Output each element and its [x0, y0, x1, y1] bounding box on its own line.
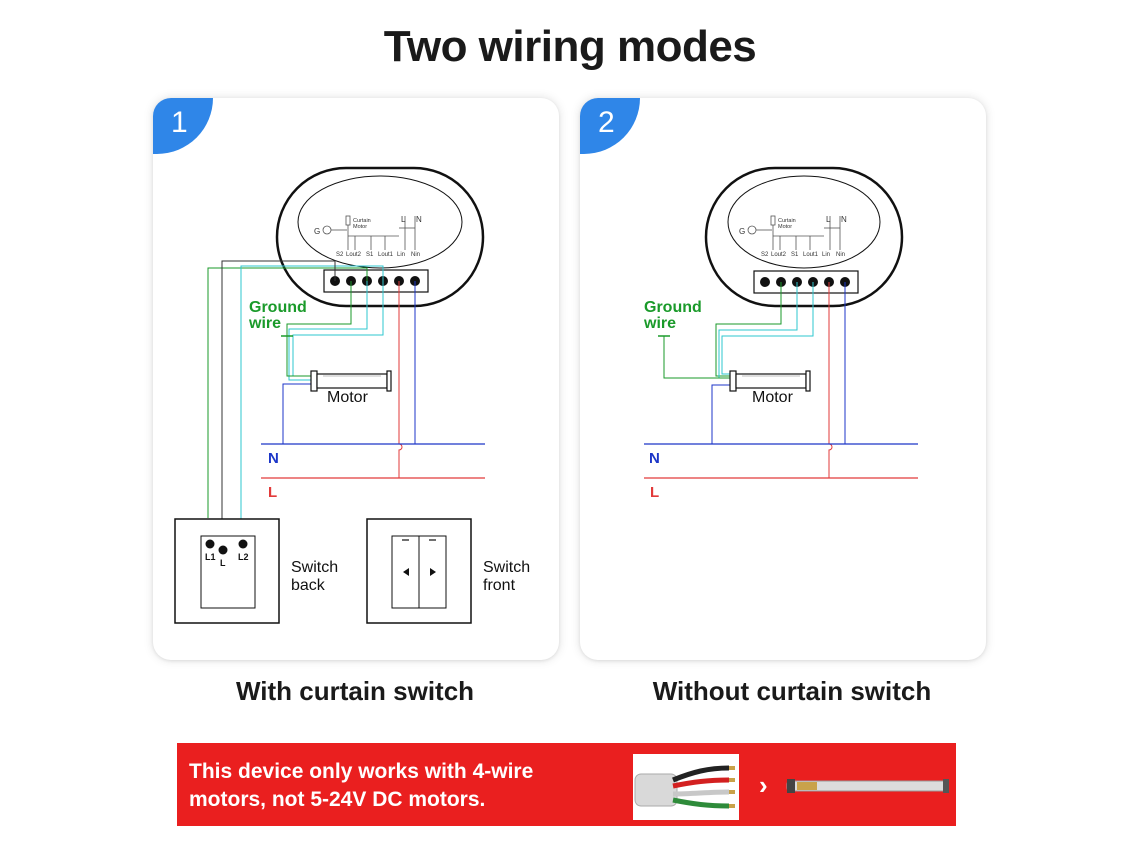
svg-text:Motor: Motor	[353, 224, 367, 230]
svg-text:Lin: Lin	[397, 252, 405, 258]
svg-text:G: G	[739, 227, 745, 236]
svg-text:back: back	[291, 577, 326, 594]
svg-text:L: L	[826, 215, 831, 224]
motor-label: Motor	[752, 389, 794, 406]
svg-text:Lout2: Lout2	[771, 252, 787, 258]
svg-text:N: N	[416, 215, 422, 224]
wiring-panel-without-switch: G Curtain Motor L N S2 Lout2 S1 Lout1 Li…	[580, 98, 986, 660]
svg-text:S1: S1	[366, 252, 374, 258]
svg-text:Nin: Nin	[411, 252, 420, 258]
l-label: L	[268, 484, 277, 501]
svg-text:Lout1: Lout1	[803, 252, 819, 258]
warning-banner: This device only works with 4-wire motor…	[177, 743, 956, 826]
wiring-panel-with-switch: G Curtain Motor L N S2 Lout2 S1 Lout1 Li…	[153, 98, 559, 660]
svg-text:Curtain: Curtain	[778, 218, 796, 224]
svg-text:L1: L1	[205, 552, 216, 562]
switch-back-label: Switch	[291, 559, 338, 576]
svg-text:Lout2: Lout2	[346, 252, 362, 258]
svg-text:front: front	[483, 577, 516, 594]
svg-text:Nin: Nin	[836, 252, 845, 258]
svg-text:L: L	[220, 558, 226, 568]
ground-wire-label: Ground	[644, 299, 702, 316]
module-g-label: G	[314, 227, 320, 236]
switch-front	[366, 518, 472, 624]
tubular-motor-image	[783, 773, 953, 799]
terminal-block	[753, 270, 859, 294]
svg-text:S1: S1	[791, 252, 799, 258]
caption-with-curtain-switch: With curtain switch	[235, 676, 475, 706]
svg-text:wire: wire	[248, 315, 281, 332]
wiring-diagram-1: G Curtain Motor L N S2 Lout2 S1 Lout1 Li…	[174, 166, 530, 624]
four-wire-cable-image	[633, 754, 739, 820]
svg-text:S2: S2	[761, 252, 769, 258]
svg-text:Motor: Motor	[778, 224, 792, 230]
switch-back	[174, 518, 280, 624]
svg-text:wire: wire	[643, 315, 676, 332]
ground-wire-label: Ground	[249, 299, 307, 316]
switch-front-label: Switch	[483, 559, 530, 576]
svg-text:S2: S2	[336, 252, 344, 258]
warning-text: This device only works with 4-wire motor…	[189, 760, 534, 811]
motor	[729, 370, 811, 392]
svg-text:N: N	[841, 215, 847, 224]
n-label: N	[649, 450, 660, 467]
terminal-block	[323, 269, 429, 293]
svg-text:Lin: Lin	[822, 252, 830, 258]
n-label: N	[268, 450, 279, 467]
module-face	[297, 175, 463, 269]
motor-label: Motor	[327, 389, 369, 406]
svg-text:Lout1: Lout1	[378, 252, 394, 258]
l-label: L	[650, 484, 659, 501]
svg-text:L2: L2	[238, 552, 249, 562]
page-title: Two wiring modes	[383, 22, 757, 71]
module-face	[727, 175, 881, 269]
wiring-diagram-2: G Curtain Motor L N S2 Lout2 S1 Lout1 Li…	[643, 166, 918, 501]
caption-without-curtain-switch: Without curtain switch	[652, 676, 932, 706]
svg-text:L: L	[401, 215, 406, 224]
motor	[310, 370, 392, 392]
svg-text:Curtain: Curtain	[353, 218, 371, 224]
chevron-right-icon: ›	[759, 770, 768, 800]
